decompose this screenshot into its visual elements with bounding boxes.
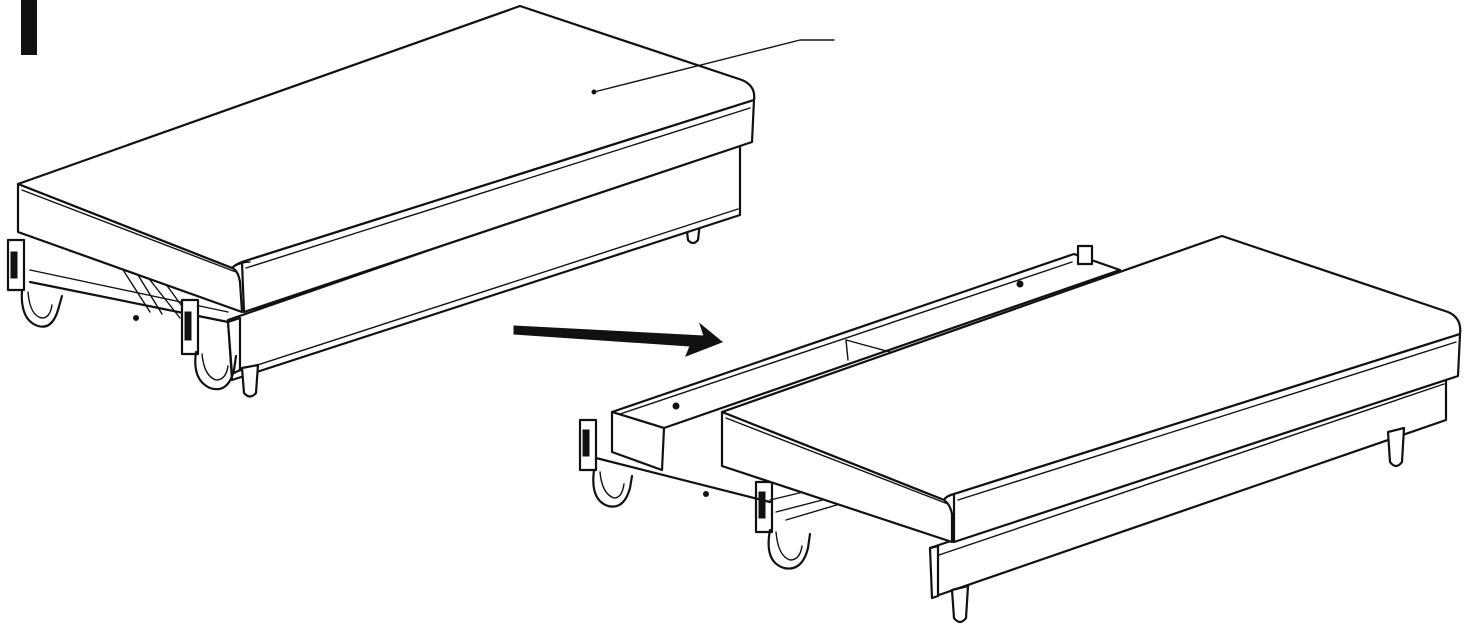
hinge-bracket-back bbox=[1076, 244, 1094, 266]
storage-divider bbox=[845, 339, 891, 361]
extended-mattress-front-side bbox=[720, 410, 954, 544]
extended-leg-back bbox=[1386, 426, 1406, 468]
folding-leg-left bbox=[20, 288, 64, 328]
extended-sofa-bed bbox=[578, 234, 1462, 624]
callout-leader bbox=[593, 39, 835, 93]
pull-out-arrow bbox=[513, 322, 723, 357]
front-leg-left bbox=[240, 363, 260, 398]
extended-leg-front bbox=[950, 584, 970, 624]
folding-leg-extended-right bbox=[767, 528, 812, 570]
front-panel bbox=[226, 316, 242, 376]
extended-base-front bbox=[928, 544, 940, 600]
closed-sofa-bed bbox=[6, 4, 835, 398]
folding-leg-extended-left bbox=[592, 468, 634, 508]
mechanism-rail-extended bbox=[594, 456, 772, 504]
step-marker-bar bbox=[21, 0, 37, 55]
extended-mattress-right-side bbox=[952, 332, 1462, 544]
folding-leg-right bbox=[194, 350, 238, 391]
mattress-right-side bbox=[240, 98, 756, 314]
storage-box-front bbox=[610, 410, 666, 472]
